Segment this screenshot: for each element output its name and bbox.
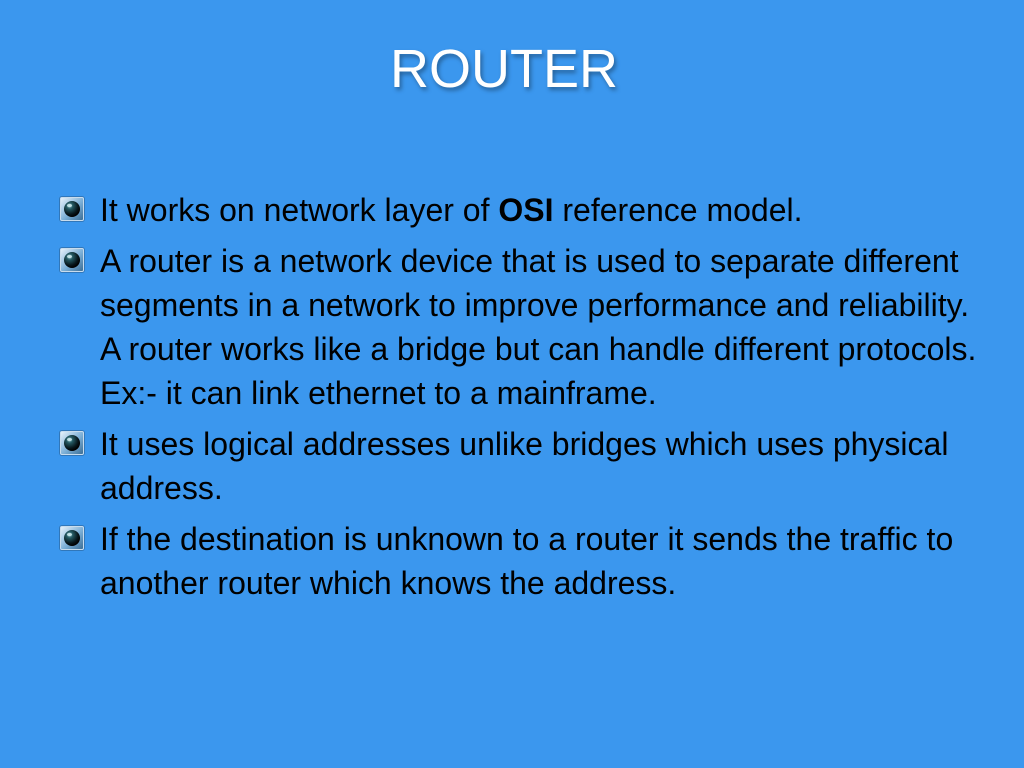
bullet-text: It uses logical addresses unlike bridges… [100,426,949,506]
bullet-text: If the destination is unknown to a route… [100,521,954,601]
bullet-orb-icon [60,431,84,455]
bullet-item: A router is a network device that is use… [60,239,990,415]
slide-title: ROUTER [390,39,618,99]
bullet-text-after: reference model. [553,192,803,228]
bullet-item: If the destination is unknown to a route… [60,517,990,605]
bullet-list: It works on network layer of OSI referen… [60,188,990,612]
bullet-text-bold: OSI [498,192,554,228]
bullet-text-before: It works on network layer of [100,192,499,228]
bullet-item: It uses logical addresses unlike bridges… [60,422,990,510]
bullet-text: A router is a network device that is use… [100,243,977,411]
bullet-orb-icon [60,197,84,221]
bullet-orb-icon [60,526,84,550]
bullet-orb-icon [60,248,84,272]
bullet-item: It works on network layer of OSI referen… [60,188,990,232]
